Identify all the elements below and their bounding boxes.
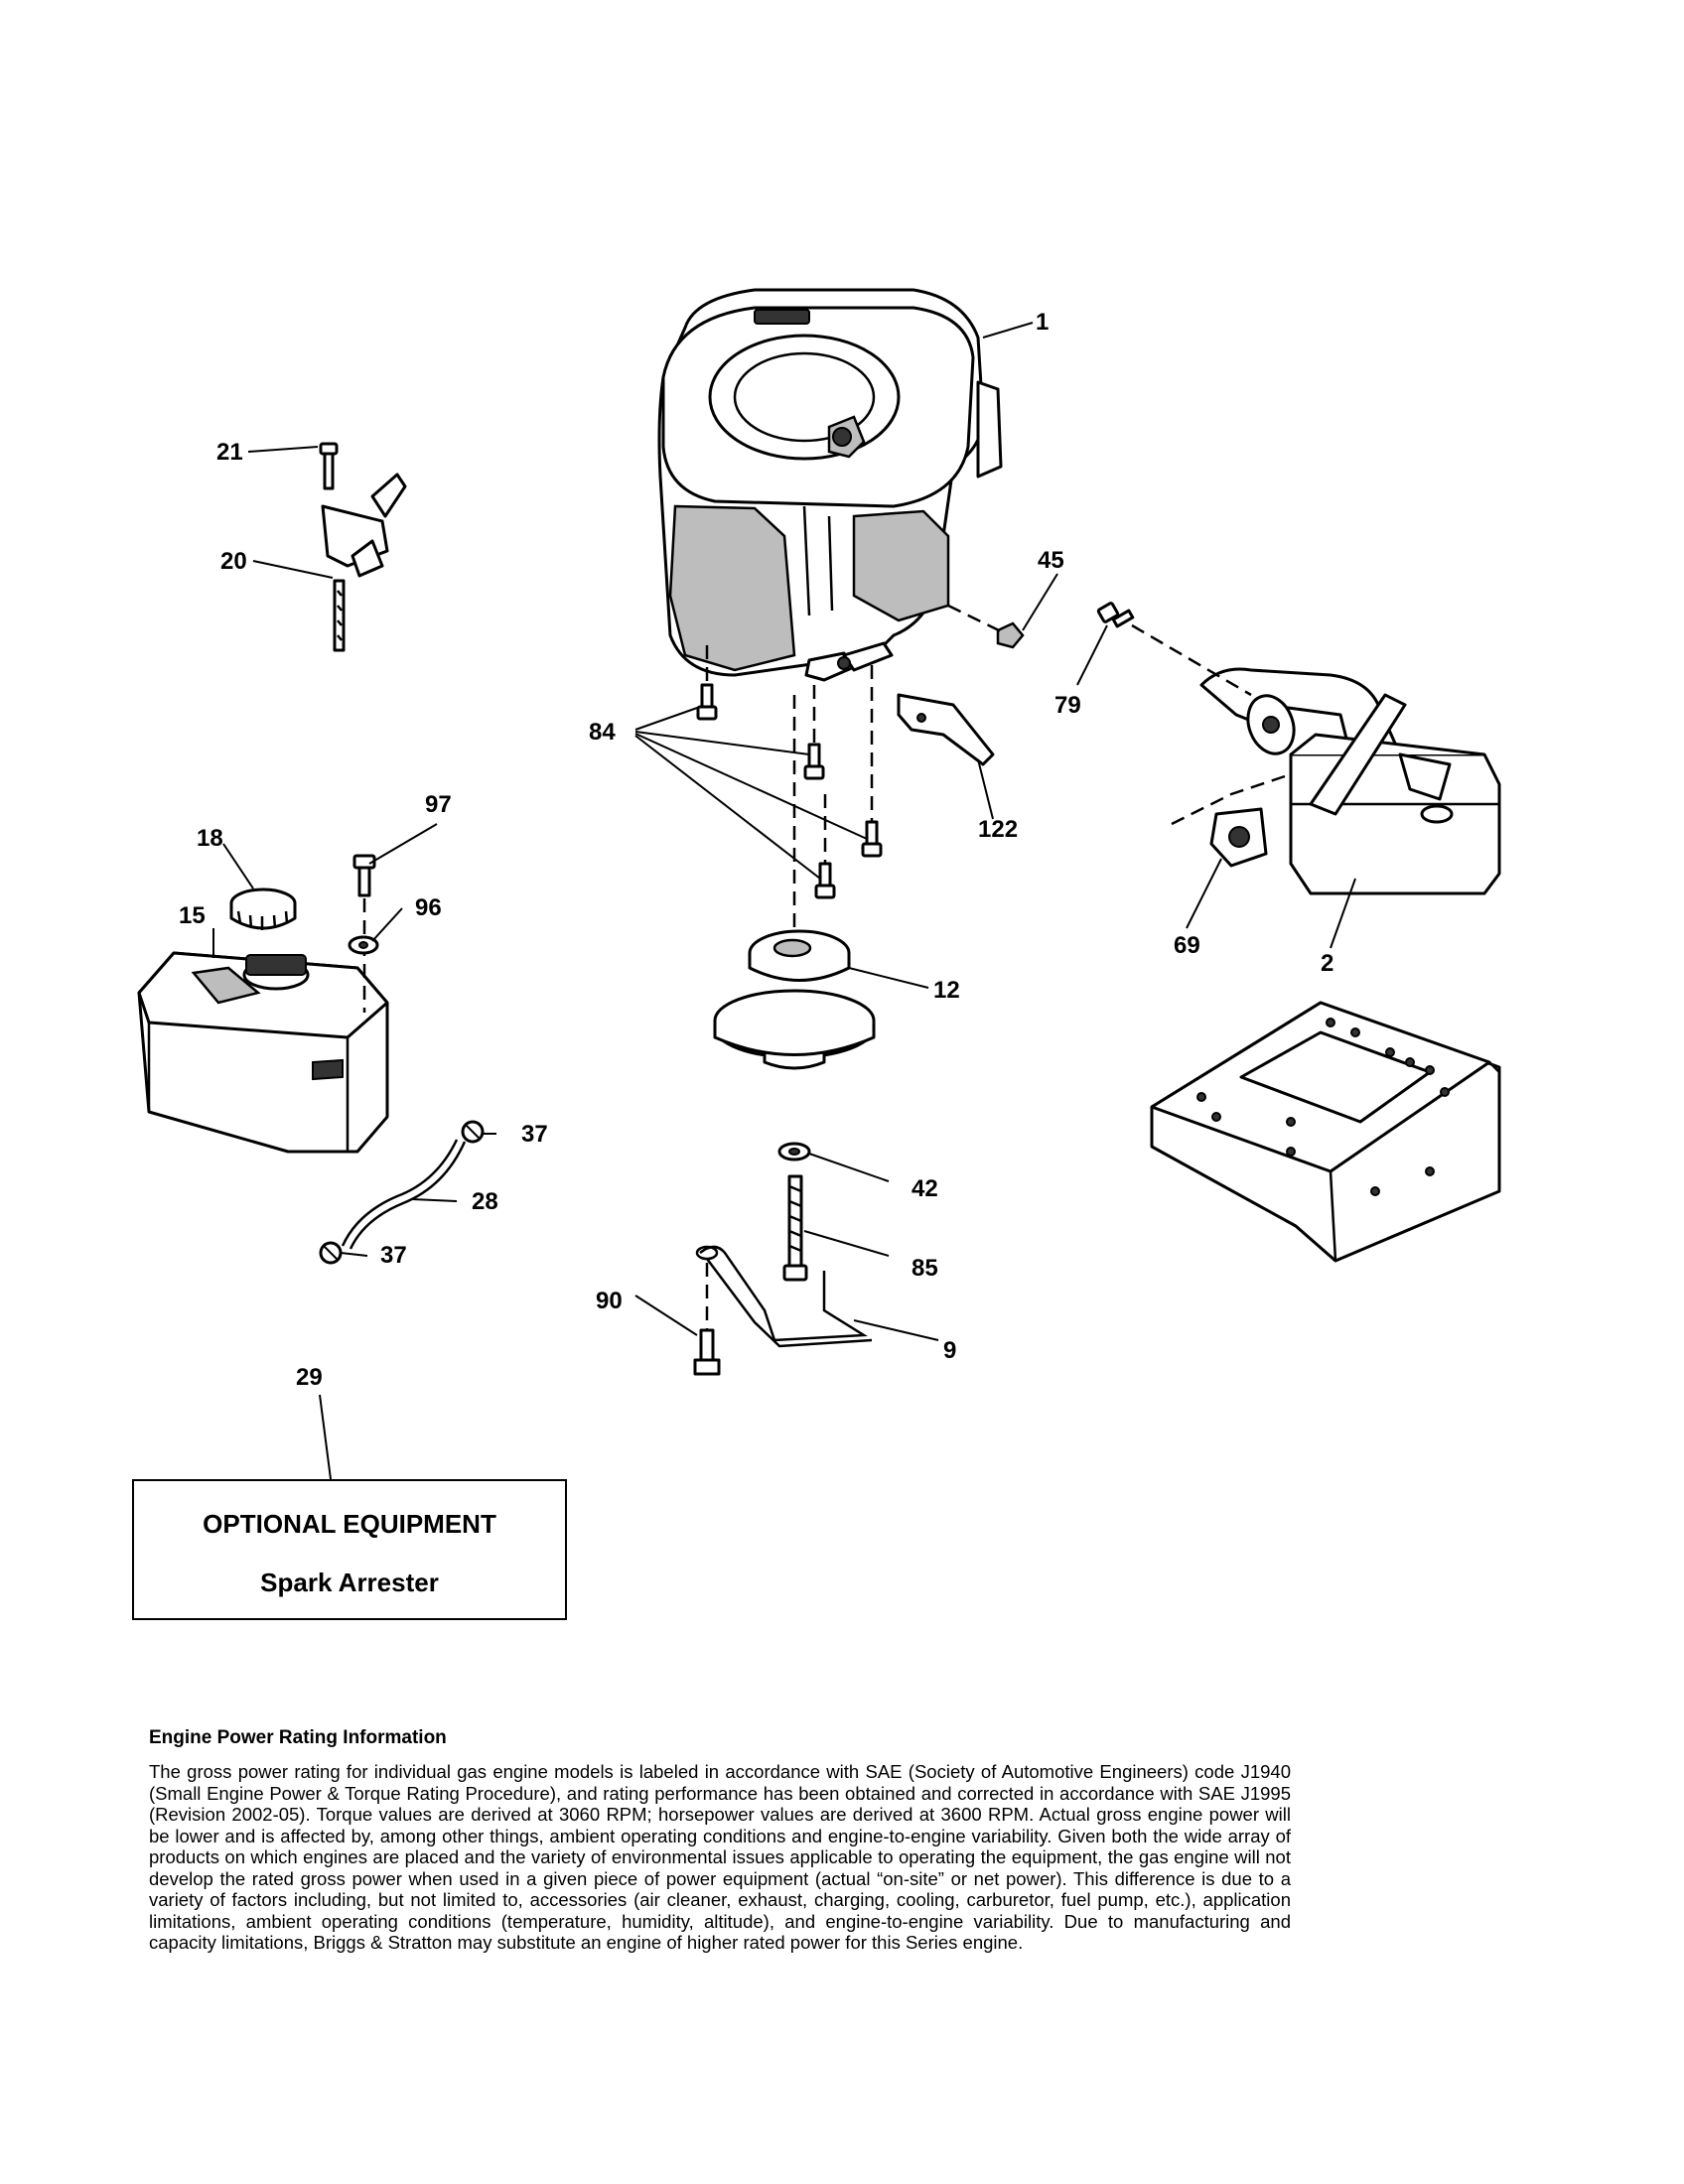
- callout-18: 18: [197, 825, 223, 852]
- leader-lines: [212, 322, 1356, 1480]
- engine-mount-plate: [1150, 1001, 1501, 1263]
- parts-diagram: 1 21 20 45 79 84 122 97 18 96 15 69 2 12…: [137, 288, 1501, 1480]
- muffler: [1199, 667, 1501, 895]
- fuel-cap: [229, 887, 297, 930]
- callout-29: 29: [296, 1364, 323, 1391]
- callout-97: 97: [425, 791, 452, 818]
- callout-28: 28: [472, 1188, 498, 1215]
- engine-power-rating-section: Engine Power Rating Information The gros…: [149, 1727, 1291, 1954]
- callout-45: 45: [1038, 547, 1064, 574]
- callout-2: 2: [1321, 950, 1333, 977]
- fuel-line: [341, 1139, 467, 1250]
- heat-shield: [897, 693, 995, 766]
- callout-9: 9: [943, 1337, 956, 1364]
- callout-96: 96: [415, 894, 442, 921]
- belt-guide-bracket: [695, 1245, 873, 1348]
- nut-45: [996, 621, 1025, 649]
- clamp-37-bottom: [319, 1241, 343, 1265]
- callout-20: 20: [220, 548, 247, 575]
- screw-97: [352, 854, 376, 1013]
- bolt-79: [1096, 602, 1135, 628]
- bolt-85: [782, 1174, 808, 1282]
- bolts-84: [696, 683, 883, 899]
- clamp-37-top: [461, 1120, 485, 1144]
- callout-90: 90: [596, 1288, 623, 1314]
- callout-37-top: 37: [521, 1121, 548, 1148]
- optional-equipment-title: OPTIONAL EQUIPMENT: [203, 1509, 496, 1539]
- callout-79: 79: [1054, 692, 1081, 719]
- callout-1: 1: [1036, 309, 1049, 336]
- callout-42: 42: [912, 1175, 938, 1202]
- callout-84: 84: [589, 719, 616, 746]
- spark-arrester-label: Spark Arrester: [260, 1568, 439, 1597]
- fuel-tank: [137, 951, 389, 1154]
- washer-96: [348, 935, 379, 955]
- callout-85: 85: [912, 1255, 938, 1282]
- bolt-90: [693, 1328, 721, 1376]
- engine: [657, 288, 1003, 682]
- callout-15: 15: [179, 902, 206, 929]
- callout-37-bottom: 37: [380, 1242, 407, 1269]
- callout-69: 69: [1174, 932, 1200, 959]
- callout-122: 122: [978, 816, 1018, 843]
- optional-equipment-box: OPTIONAL EQUIPMENT Spark Arrester: [132, 1479, 567, 1620]
- callout-21: 21: [216, 439, 243, 466]
- engine-power-rating-body: The gross power rating for individual ga…: [149, 1761, 1291, 1953]
- washer-42: [777, 1142, 811, 1161]
- engine-pulley: [713, 929, 876, 1070]
- callout-12: 12: [933, 977, 960, 1004]
- engine-power-rating-heading: Engine Power Rating Information: [149, 1727, 447, 1748]
- screw-21: [319, 442, 339, 490]
- throttle-control: [321, 473, 407, 652]
- gasket-69: [1209, 807, 1268, 868]
